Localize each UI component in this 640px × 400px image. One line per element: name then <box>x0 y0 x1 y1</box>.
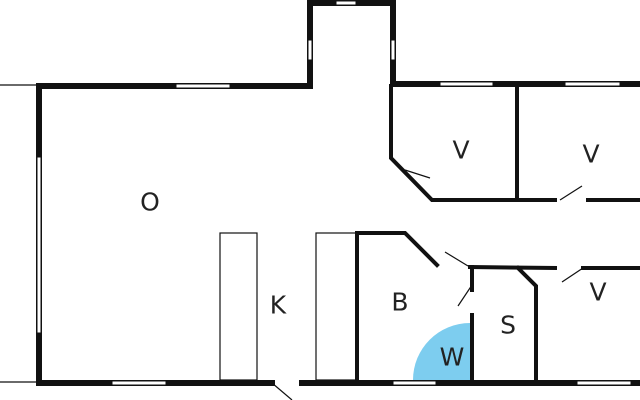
door-swing <box>457 284 473 307</box>
windows <box>36 0 632 386</box>
room-label-bedroom-3: V <box>589 277 607 307</box>
door-swing <box>444 251 469 267</box>
thin-lines <box>0 84 584 400</box>
room-label-bedroom-2: V <box>582 139 600 169</box>
door-swing <box>404 169 431 179</box>
room-label-kitchen: K <box>269 290 287 320</box>
kitchen-counter-left <box>219 232 258 381</box>
walls <box>36 0 640 386</box>
room-label-bedroom-1: V <box>452 135 470 165</box>
room-label-bath: B <box>391 287 409 317</box>
whirlpool-area <box>413 323 470 380</box>
door-swing <box>559 185 583 201</box>
door-swing <box>271 382 293 400</box>
kitchen-counter-right <box>315 232 358 381</box>
room-label-storage: S <box>500 310 516 340</box>
room-label-living: O <box>140 187 160 217</box>
door-swing <box>561 267 584 283</box>
room-label-whirlpool: W <box>439 342 465 372</box>
